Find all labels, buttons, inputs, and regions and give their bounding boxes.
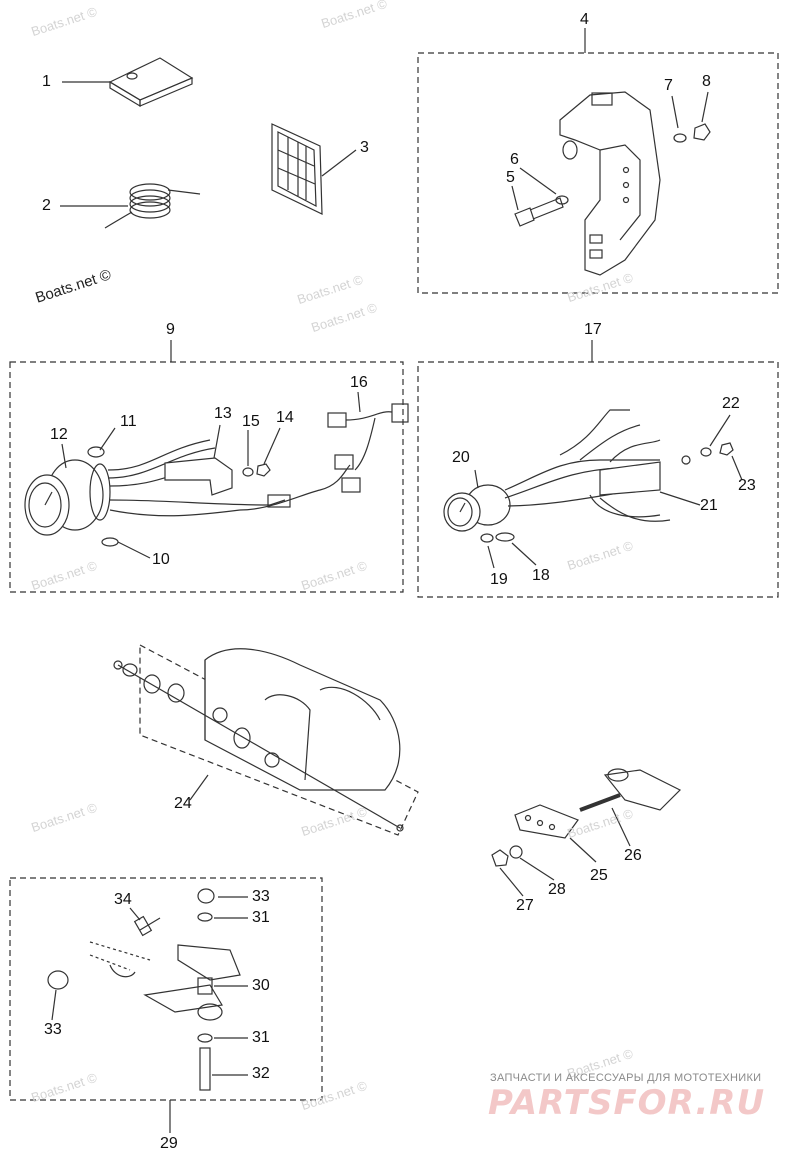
callout-11: 11 bbox=[120, 413, 137, 430]
part-31-washer-top bbox=[197, 912, 213, 922]
part-15-washer bbox=[242, 467, 254, 477]
part-24-rod bbox=[113, 660, 404, 832]
part-7-washer bbox=[673, 133, 687, 143]
callout-1: 1 bbox=[42, 73, 51, 90]
callout-10: 10 bbox=[152, 551, 170, 568]
callout-12: 12 bbox=[50, 426, 68, 443]
part-20-meter bbox=[443, 484, 511, 532]
group-29-parts bbox=[47, 888, 241, 1091]
callout-33-left: 33 bbox=[44, 1021, 62, 1038]
part-30-bracket bbox=[177, 944, 241, 981]
callout-8: 8 bbox=[702, 73, 711, 90]
part-21-bracket bbox=[599, 461, 661, 496]
part-4-mount-bracket bbox=[559, 91, 661, 276]
group-box-17 bbox=[417, 361, 779, 598]
part-13-bracket bbox=[164, 457, 233, 496]
part-14-nut bbox=[256, 463, 271, 477]
part-32-bolt bbox=[199, 1047, 211, 1091]
callout-26: 26 bbox=[624, 847, 642, 864]
callout-22: 22 bbox=[722, 395, 740, 412]
callout-21: 21 bbox=[700, 497, 718, 514]
group-box-29 bbox=[9, 877, 323, 1101]
part-22-washer-a bbox=[681, 455, 691, 465]
group-box-9 bbox=[9, 361, 404, 593]
part-26-stud bbox=[579, 793, 621, 812]
part-11-terminal bbox=[87, 446, 105, 458]
part-22-washer-b bbox=[700, 447, 712, 457]
harness-9-connector bbox=[267, 494, 291, 508]
part-28-washer bbox=[509, 845, 523, 859]
callout-2: 2 bbox=[42, 197, 51, 214]
part-24-carburetor-assembly bbox=[204, 648, 401, 791]
callout-30: 30 bbox=[252, 977, 270, 994]
callout-7: 7 bbox=[664, 77, 673, 94]
part-10-terminal bbox=[101, 537, 119, 547]
callout-4: 4 bbox=[580, 11, 589, 28]
part-27-nut bbox=[491, 849, 509, 867]
callout-33-top: 33 bbox=[252, 888, 270, 905]
part-18-terminal bbox=[495, 532, 515, 542]
branding-tagline: ЗАПЧАСТИ И АКСЕССУАРЫ ДЛЯ МОТОТЕХНИКИ bbox=[490, 1072, 762, 1084]
part-30-collar bbox=[197, 977, 213, 995]
callout-19: 19 bbox=[490, 571, 508, 588]
callout-28: 28 bbox=[548, 881, 566, 898]
part-3-grid-plate bbox=[271, 123, 323, 215]
callout-31-top: 31 bbox=[252, 909, 270, 926]
part-34-bolt bbox=[133, 915, 153, 937]
callout-34: 34 bbox=[114, 891, 132, 908]
part-6-washer bbox=[555, 195, 569, 205]
callout-6: 6 bbox=[510, 151, 519, 168]
callout-17: 17 bbox=[584, 321, 602, 338]
part-19-washer bbox=[480, 533, 494, 543]
part-33-nut-left bbox=[47, 970, 69, 990]
callout-29: 29 bbox=[160, 1135, 178, 1152]
callout-24: 24 bbox=[174, 795, 192, 812]
part-25-lever bbox=[514, 804, 579, 839]
part-1-pouch bbox=[108, 57, 194, 108]
branding-logo: PARTSFOR.RU bbox=[488, 1083, 766, 1123]
callout-13: 13 bbox=[214, 405, 232, 422]
part-23-nut bbox=[719, 442, 734, 456]
group-box-24 bbox=[139, 644, 419, 836]
group-box-4 bbox=[417, 52, 779, 294]
callout-18: 18 bbox=[532, 567, 550, 584]
callout-9: 9 bbox=[166, 321, 175, 338]
callout-31-bottom: 31 bbox=[252, 1029, 270, 1046]
part-12-gauge bbox=[24, 459, 111, 536]
callout-3: 3 bbox=[360, 139, 369, 156]
callout-32: 32 bbox=[252, 1065, 270, 1082]
part-16-extension-harness bbox=[327, 403, 409, 493]
part-31-washer-bottom bbox=[197, 1033, 213, 1043]
callout-25: 25 bbox=[590, 867, 608, 884]
callout-20: 20 bbox=[452, 449, 470, 466]
callout-15: 15 bbox=[242, 413, 260, 430]
callout-14: 14 bbox=[276, 409, 294, 426]
callout-23: 23 bbox=[738, 477, 756, 494]
part-5-bolt bbox=[514, 197, 564, 227]
part-2-coil bbox=[104, 183, 201, 229]
part-8-nut bbox=[693, 123, 711, 141]
link-arm bbox=[603, 768, 682, 811]
callout-5: 5 bbox=[506, 169, 515, 186]
callout-27: 27 bbox=[516, 897, 534, 914]
part-33-nut-top bbox=[197, 888, 215, 904]
callout-16: 16 bbox=[350, 374, 368, 391]
